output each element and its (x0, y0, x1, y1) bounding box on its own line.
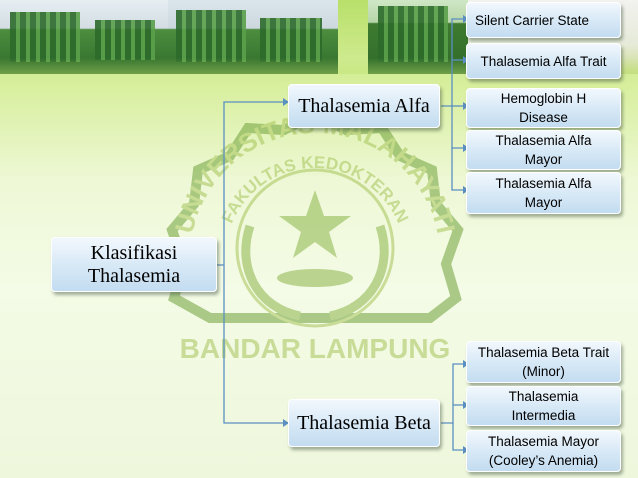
leaf-alfa-mayor-1: Thalasemia Alfa Mayor (466, 130, 621, 170)
branch-node-alfa: Thalasemia Alfa (288, 84, 440, 128)
leaf-beta-mayor: Thalasemia Mayor (Cooley’s Anemia) (466, 430, 621, 472)
leaf-hemoglobin-h: Hemoglobin H Disease (466, 88, 621, 128)
root-node-label: Klasifikasi Thalasemia (52, 242, 216, 288)
leaf-label: Thalasemia Beta Trait (Minor) (467, 343, 620, 381)
leaf-label: Thalasemia Mayor (Cooley’s Anemia) (467, 432, 620, 470)
leaf-label: Silent Carrier State (475, 11, 589, 30)
leaf-beta-trait: Thalasemia Beta Trait (Minor) (466, 341, 621, 383)
leaf-label: Thalasemia Alfa Trait (480, 52, 606, 71)
leaf-alfa-mayor-2: Thalasemia Alfa Mayor (466, 172, 621, 214)
leaf-label: Hemoglobin H Disease (467, 89, 620, 127)
branch-node-label: Thalasemia Beta (297, 412, 431, 435)
leaf-label: Thalasemia Alfa Mayor (467, 174, 620, 212)
leaf-silent-carrier: Silent Carrier State (466, 2, 621, 38)
branch-node-label: Thalasemia Alfa (298, 95, 430, 118)
branch-node-beta: Thalasemia Beta (288, 399, 440, 447)
leaf-alfa-trait: Thalasemia Alfa Trait (466, 43, 621, 79)
leaf-label: Thalasemia Alfa Mayor (467, 131, 620, 169)
leaf-label: Thalasemia Intermedia (467, 387, 620, 425)
leaf-beta-intermedia: Thalasemia Intermedia (466, 386, 621, 426)
root-node-klasifikasi: Klasifikasi Thalasemia (51, 237, 217, 292)
